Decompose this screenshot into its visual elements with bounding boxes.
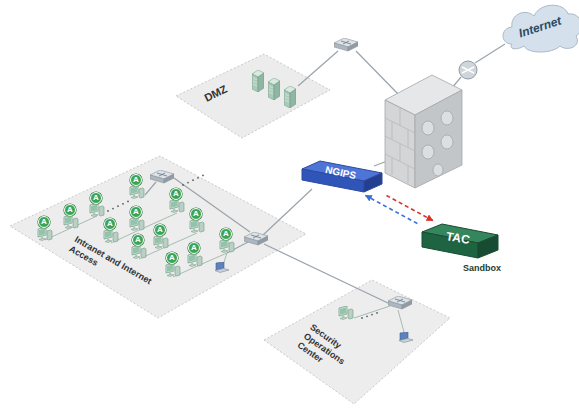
tac-device: TACSandbox [420, 222, 500, 260]
agent-badge: A [154, 224, 166, 236]
soc-zone-outline [262, 278, 452, 406]
agent-badge: A [188, 242, 200, 254]
pc-icon [154, 235, 168, 249]
link-line [145, 182, 156, 195]
pc-icon [190, 219, 204, 233]
switch-icon [334, 38, 358, 51]
server-icon [252, 70, 264, 92]
cloud-shape [503, 5, 579, 52]
shape-face [264, 280, 450, 404]
ellipsis-dots [107, 175, 378, 319]
switch-icon [244, 232, 268, 245]
pc-icon [130, 185, 144, 199]
pc-icon [104, 229, 118, 243]
server-icon [284, 86, 296, 108]
ngips-device: NGIPS [300, 160, 384, 194]
computers [38, 185, 413, 343]
agent-badge: A [90, 192, 102, 204]
link-line [262, 189, 312, 236]
shape-face [10, 156, 306, 318]
pc-icon [166, 263, 180, 277]
pc-icon [188, 253, 202, 267]
link-line [475, 44, 505, 63]
link-line [174, 178, 250, 232]
agent-badge: A [64, 204, 76, 216]
link-line [298, 51, 338, 86]
firewall-bricks [385, 108, 415, 183]
pc-icon [38, 227, 52, 241]
pc-icon [130, 217, 144, 231]
dmz-zone-outline [172, 42, 334, 142]
firewall-ports [422, 111, 453, 176]
pc-icon [339, 306, 353, 320]
internet-cloud: Internet [498, 0, 579, 54]
cable-line [398, 310, 404, 332]
link-line [264, 244, 390, 304]
pc-icon [132, 245, 146, 259]
agent-badge: A [190, 208, 202, 220]
shape-face [176, 54, 330, 138]
firewall [385, 75, 462, 188]
shape-face [478, 235, 498, 258]
router [459, 61, 477, 79]
agent-badge: A [132, 234, 144, 246]
agent-badge: A [38, 216, 50, 228]
pc-icon [90, 203, 104, 217]
dmz-servers [252, 70, 296, 108]
soc-zone: Security Operations Center [262, 278, 452, 406]
dmz-zone: DMZ [172, 42, 334, 142]
cable-line [354, 306, 390, 318]
pc-icon [220, 239, 234, 253]
agent-badge: A [130, 174, 142, 186]
cable-line [45, 216, 97, 240]
server-icon [268, 78, 280, 100]
lan-cables [45, 213, 404, 332]
firewall-front [415, 90, 462, 188]
firewall-side [385, 100, 415, 188]
agent-badge: A [104, 218, 116, 230]
flow-arrow [386, 195, 432, 220]
link-line [356, 51, 400, 96]
switch-icon [388, 296, 412, 309]
agent-badge: A [166, 252, 178, 264]
laptop-icon [399, 332, 413, 343]
pc-icon [170, 199, 184, 213]
agent-badge: A [220, 228, 232, 240]
pc-icon [64, 215, 78, 229]
shape-face [364, 173, 382, 192]
network-links [145, 44, 505, 304]
switch-icon [150, 170, 174, 183]
agent-badge: A [130, 206, 142, 218]
agent-badge: A [170, 188, 182, 200]
flow-arrow [365, 195, 417, 223]
switches [150, 38, 412, 309]
laptop-icon [215, 262, 229, 273]
device-caption: Sandbox [463, 263, 501, 274]
